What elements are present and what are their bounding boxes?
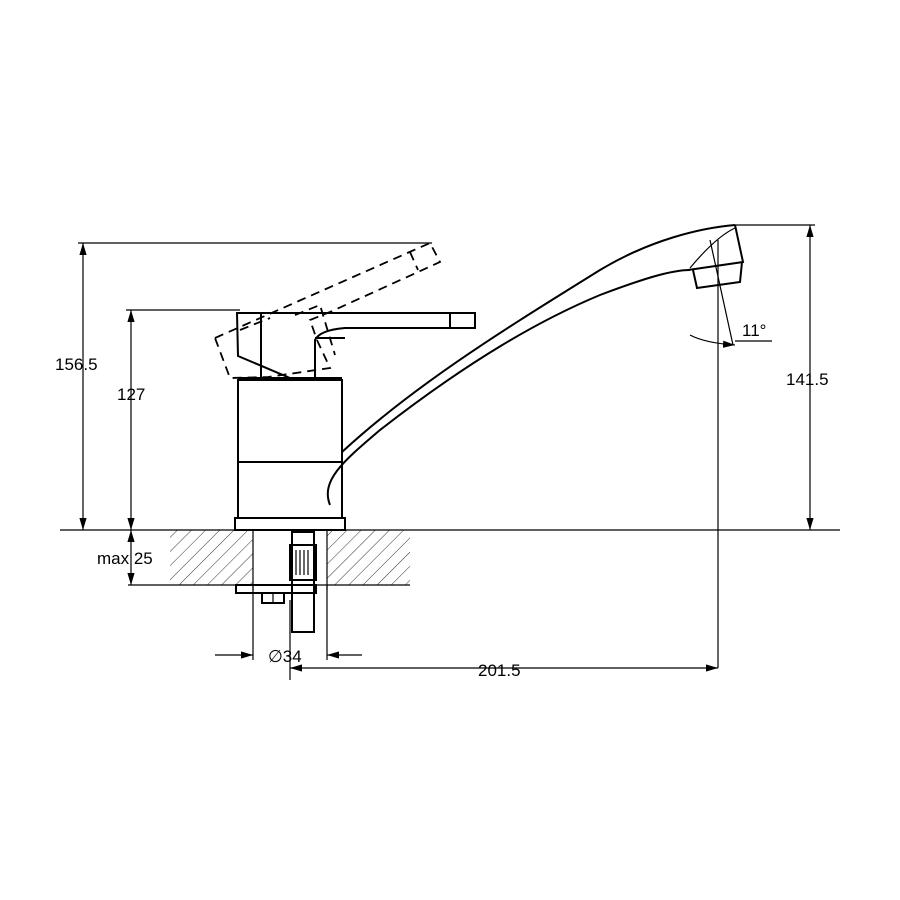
dimensions xyxy=(78,224,815,680)
lever-handle xyxy=(235,312,476,379)
countertop xyxy=(60,529,840,590)
dim-diameter: ∅34 xyxy=(268,647,302,666)
spout xyxy=(326,224,772,668)
dim-max-counter: max 25 xyxy=(97,549,153,568)
mounting-hardware xyxy=(235,531,317,633)
faucet-body xyxy=(234,379,346,531)
dim-total-height: 156.5 xyxy=(55,355,98,374)
dim-spout-reach: 201.5 xyxy=(478,661,521,680)
dim-spout-angle: 11° xyxy=(742,321,766,340)
dim-spout-height: 141.5 xyxy=(786,370,829,389)
dim-lever-height: 127 xyxy=(117,385,145,404)
lever-raised-position xyxy=(213,241,442,379)
